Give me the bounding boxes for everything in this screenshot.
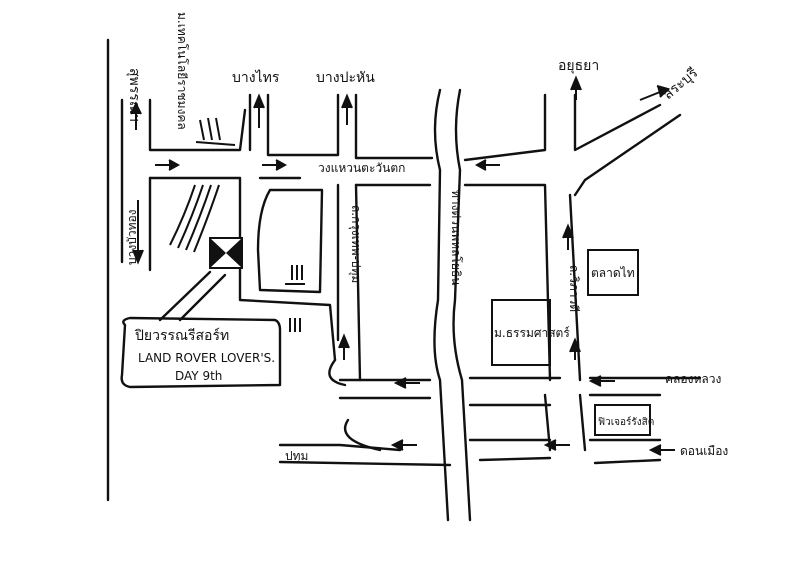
thammasat-box [491, 299, 551, 366]
label-bang-pa-han: บางปะหัน [316, 70, 375, 86]
label-bang-sai: บางไทร [232, 69, 280, 86]
road-north-stubs [248, 93, 434, 160]
label-saraburi: สระบุรี [660, 65, 701, 103]
field-marks-icon [169, 117, 305, 332]
road-ring-west [148, 93, 682, 382]
event-line-2: DAY 9th [175, 369, 222, 383]
callout-box [120, 316, 282, 389]
road-expressway [433, 88, 472, 522]
direction-arrows [130, 75, 675, 456]
label-don-mueang: ดอนเมือง [680, 444, 728, 458]
label-pathum: ปทุม [285, 449, 308, 464]
talad-thai-box [587, 249, 639, 296]
destination-name: ปิยวรรณรีสอร์ท [135, 327, 230, 344]
label-road-expressway: ทางด่วนพหลโยธิน [449, 190, 463, 285]
road-u-turns [328, 358, 382, 452]
label-ayutthaya: อยุธยา [558, 58, 599, 74]
destination-marker-icon [209, 237, 243, 269]
label-road-ring: วงแหวนตะวันตก [318, 161, 405, 175]
event-line-1: LAND ROVER LOVER'S. [138, 351, 275, 365]
label-thammasat: ม.ธรรมศาสตร์ [494, 326, 570, 340]
callout-pointer [158, 270, 227, 322]
roads-south [278, 376, 702, 467]
future-park-box [594, 404, 651, 436]
label-road-vibhavadi: ถ.วิภาวดี [567, 265, 581, 312]
label-road-bangkok-pathum: ถ.กรุงเทพ-ปทุม [348, 205, 363, 283]
label-university: ม.เทคโนโลยีราชมงคล [175, 12, 189, 130]
label-talad-thai: ตลาดไท [591, 266, 635, 280]
label-khlong-luang: คลองหลวง [665, 372, 721, 386]
label-future-park: ฟิวเจอร์รังสิต [598, 416, 654, 428]
label-suphan: สุพรรณฯ [126, 68, 142, 122]
road-bang-bua-thong [120, 98, 247, 272]
label-road-bang-bua-thong: บางบัวทอง [125, 209, 139, 265]
road-bangkok-pathum [336, 183, 362, 382]
road-loop [256, 188, 324, 294]
